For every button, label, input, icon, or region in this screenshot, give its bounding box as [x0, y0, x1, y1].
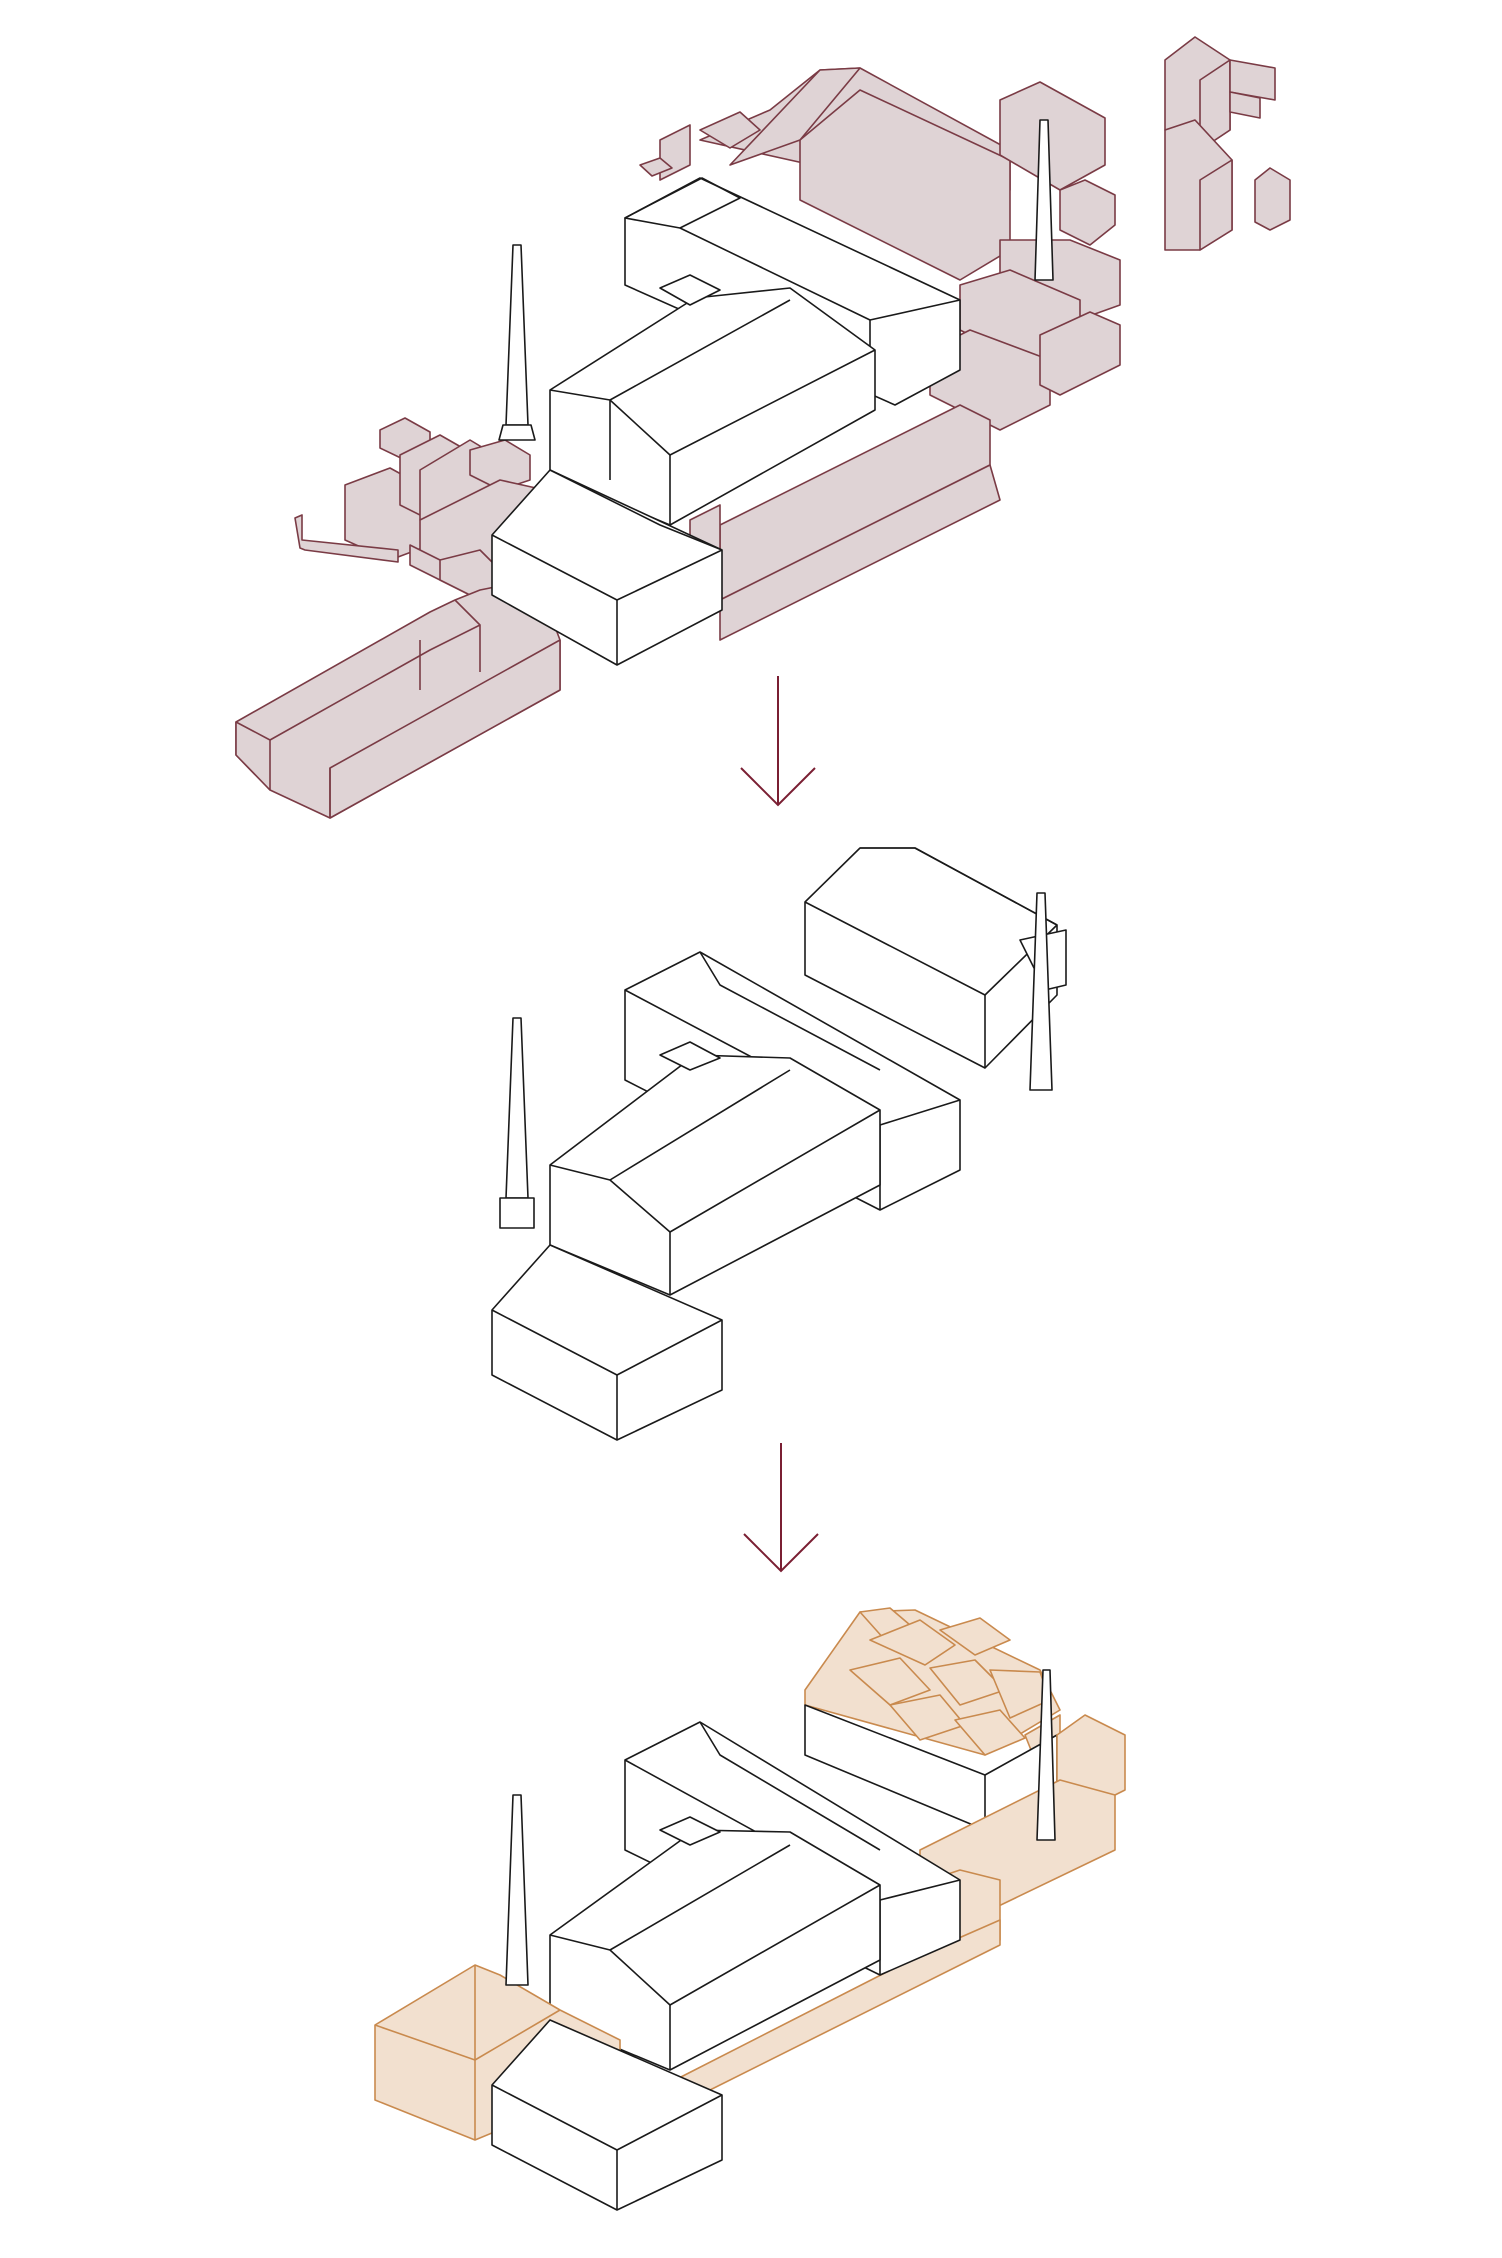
stage-proposed [374, 1607, 1126, 2211]
stage-existing [235, 36, 1291, 819]
existing-west-cluster [294, 417, 546, 601]
existing-north-wing [639, 67, 1106, 281]
proposed-roof-cluster [804, 1607, 1061, 1761]
existing-long-shed [235, 581, 561, 819]
existing-detached-buildings [1164, 36, 1291, 251]
arrow-down-icon [743, 1443, 819, 1573]
arrow-down-icon [740, 676, 816, 807]
stage-retained [491, 847, 1067, 1441]
existing-chimneys [498, 119, 1054, 441]
existing-retained-buildings [491, 177, 961, 666]
